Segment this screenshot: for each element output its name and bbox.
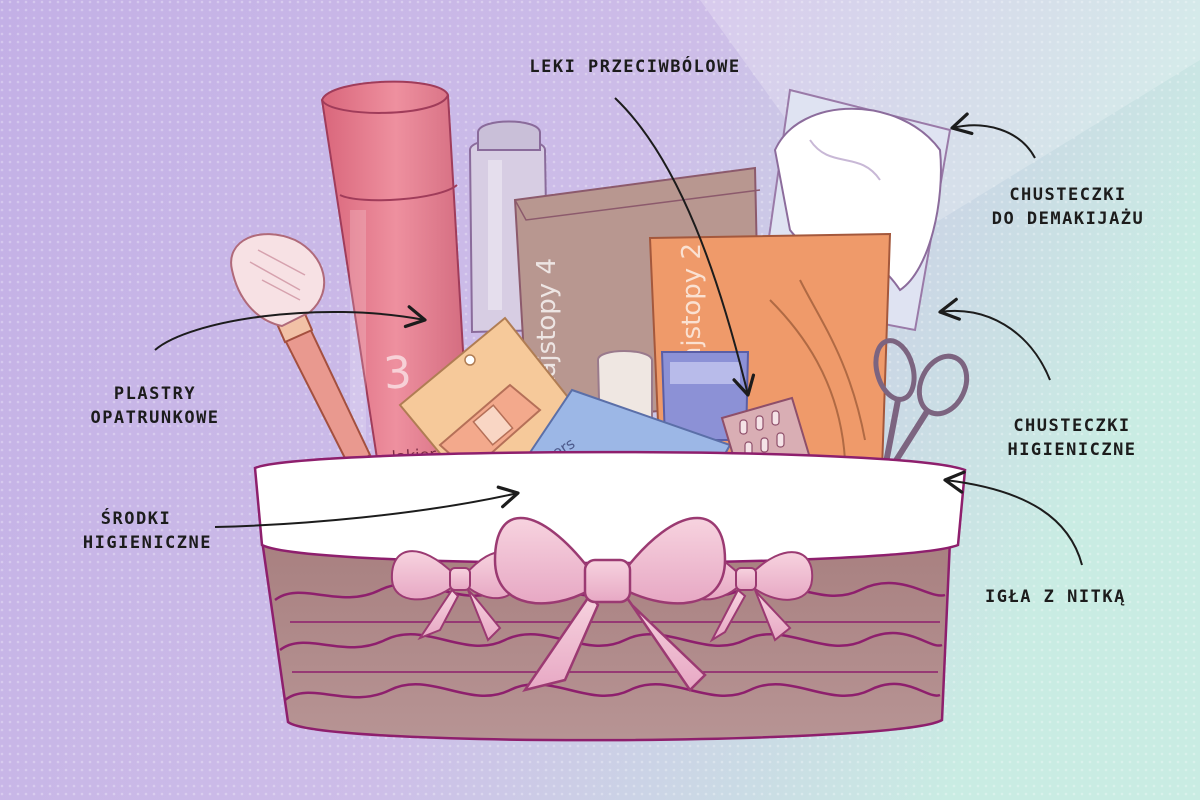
label-plasters-line1: PLASTRY — [113, 384, 197, 404]
label-plasters: PLASTRY OPATRUNKOWE — [60, 382, 250, 430]
label-needle-thread: IGŁA Z NITKĄ — [985, 585, 1185, 609]
arrow-painkillers — [614, 97, 756, 397]
arrow-makeup-wipes — [950, 112, 1036, 159]
label-tissues-line1: CHUSTECZKI — [1013, 416, 1131, 436]
label-tissues-line2: HIGIENICZNE — [1007, 440, 1137, 460]
light-beam — [700, 0, 1200, 250]
label-plasters-line2: OPATRUNKOWE — [90, 408, 220, 428]
label-makeup-wipes-line2: DO DEMAKIJAŻU — [991, 209, 1145, 229]
label-needle-thread-text: IGŁA Z NITKĄ — [985, 587, 1126, 607]
makeup-brush — [230, 233, 372, 470]
hairspray-number: 3 — [382, 347, 413, 400]
arrow-plasters — [154, 305, 427, 351]
label-makeup-wipes: CHUSTECZKI DO DEMAKIJAŻU — [958, 183, 1178, 231]
basket-liner — [253, 450, 967, 565]
scissors — [873, 338, 970, 472]
arrow-tissues — [938, 297, 1051, 381]
arrow-needle — [943, 470, 1083, 566]
label-hygiene-products-line1: ŚRODKI — [100, 509, 172, 529]
arrow-hygiene — [214, 485, 520, 528]
label-painkillers-text: LEKI PRZECIWBÓLOWE — [529, 57, 741, 77]
bow-center — [493, 516, 727, 693]
label-hygiene-products-line2: HIGIENICZNE — [82, 533, 212, 553]
label-tissues: CHUSTECZKI HIGIENICZNE — [972, 414, 1172, 462]
label-makeup-wipes-line1: CHUSTECZKI — [1009, 185, 1127, 205]
label-hygiene-products: ŚRODKI HIGIENICZNE — [40, 507, 212, 555]
label-painkillers: LEKI PRZECIWBÓLOWE — [470, 55, 800, 79]
annotation-arrows — [154, 97, 1083, 566]
